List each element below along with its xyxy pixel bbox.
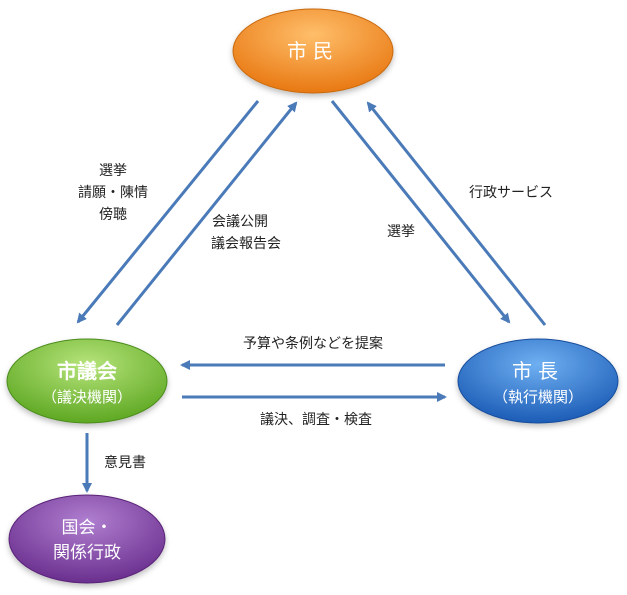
node-citizens: 市民 bbox=[232, 8, 394, 94]
label-hearing: 傍聴 bbox=[99, 206, 127, 223]
node-mayor-title: 市長 bbox=[512, 359, 564, 383]
node-citizens-label: 市民 bbox=[287, 39, 339, 63]
label-written-opinion: 意見書 bbox=[104, 454, 146, 471]
label-admin-services: 行政サービス bbox=[469, 185, 553, 201]
arrow-citizens-to-mayor bbox=[330, 100, 511, 324]
label-open-meetings: 会議公開 bbox=[212, 213, 268, 230]
label-election-1: 選挙 bbox=[99, 163, 127, 179]
arrow-council-to-citizens bbox=[115, 101, 298, 326]
node-council-subtitle: （議決機関） bbox=[42, 388, 132, 406]
node-mayor-subtitle: （執行機関） bbox=[493, 388, 583, 406]
label-proposals: 予算や条例などを提案 bbox=[243, 335, 383, 352]
arrow-mayor-to-citizens bbox=[366, 101, 547, 326]
label-election-2: 選挙 bbox=[387, 224, 415, 240]
label-resolutions: 議決、調査・検査 bbox=[260, 411, 372, 428]
label-petition: 請願・陳情 bbox=[78, 185, 148, 201]
arrow-citizens-to-council bbox=[76, 100, 260, 324]
node-national-line1: 国会・ bbox=[62, 518, 113, 538]
label-council-reports: 議会報告会 bbox=[211, 235, 281, 252]
node-council-title: 市議会 bbox=[57, 359, 117, 383]
node-national: 国会・ 関係行政 bbox=[8, 494, 166, 584]
node-national-line2: 関係行政 bbox=[53, 543, 121, 563]
node-council: 市議会 （議決機関） bbox=[6, 338, 168, 424]
node-mayor: 市長 （執行機関） bbox=[457, 338, 619, 424]
